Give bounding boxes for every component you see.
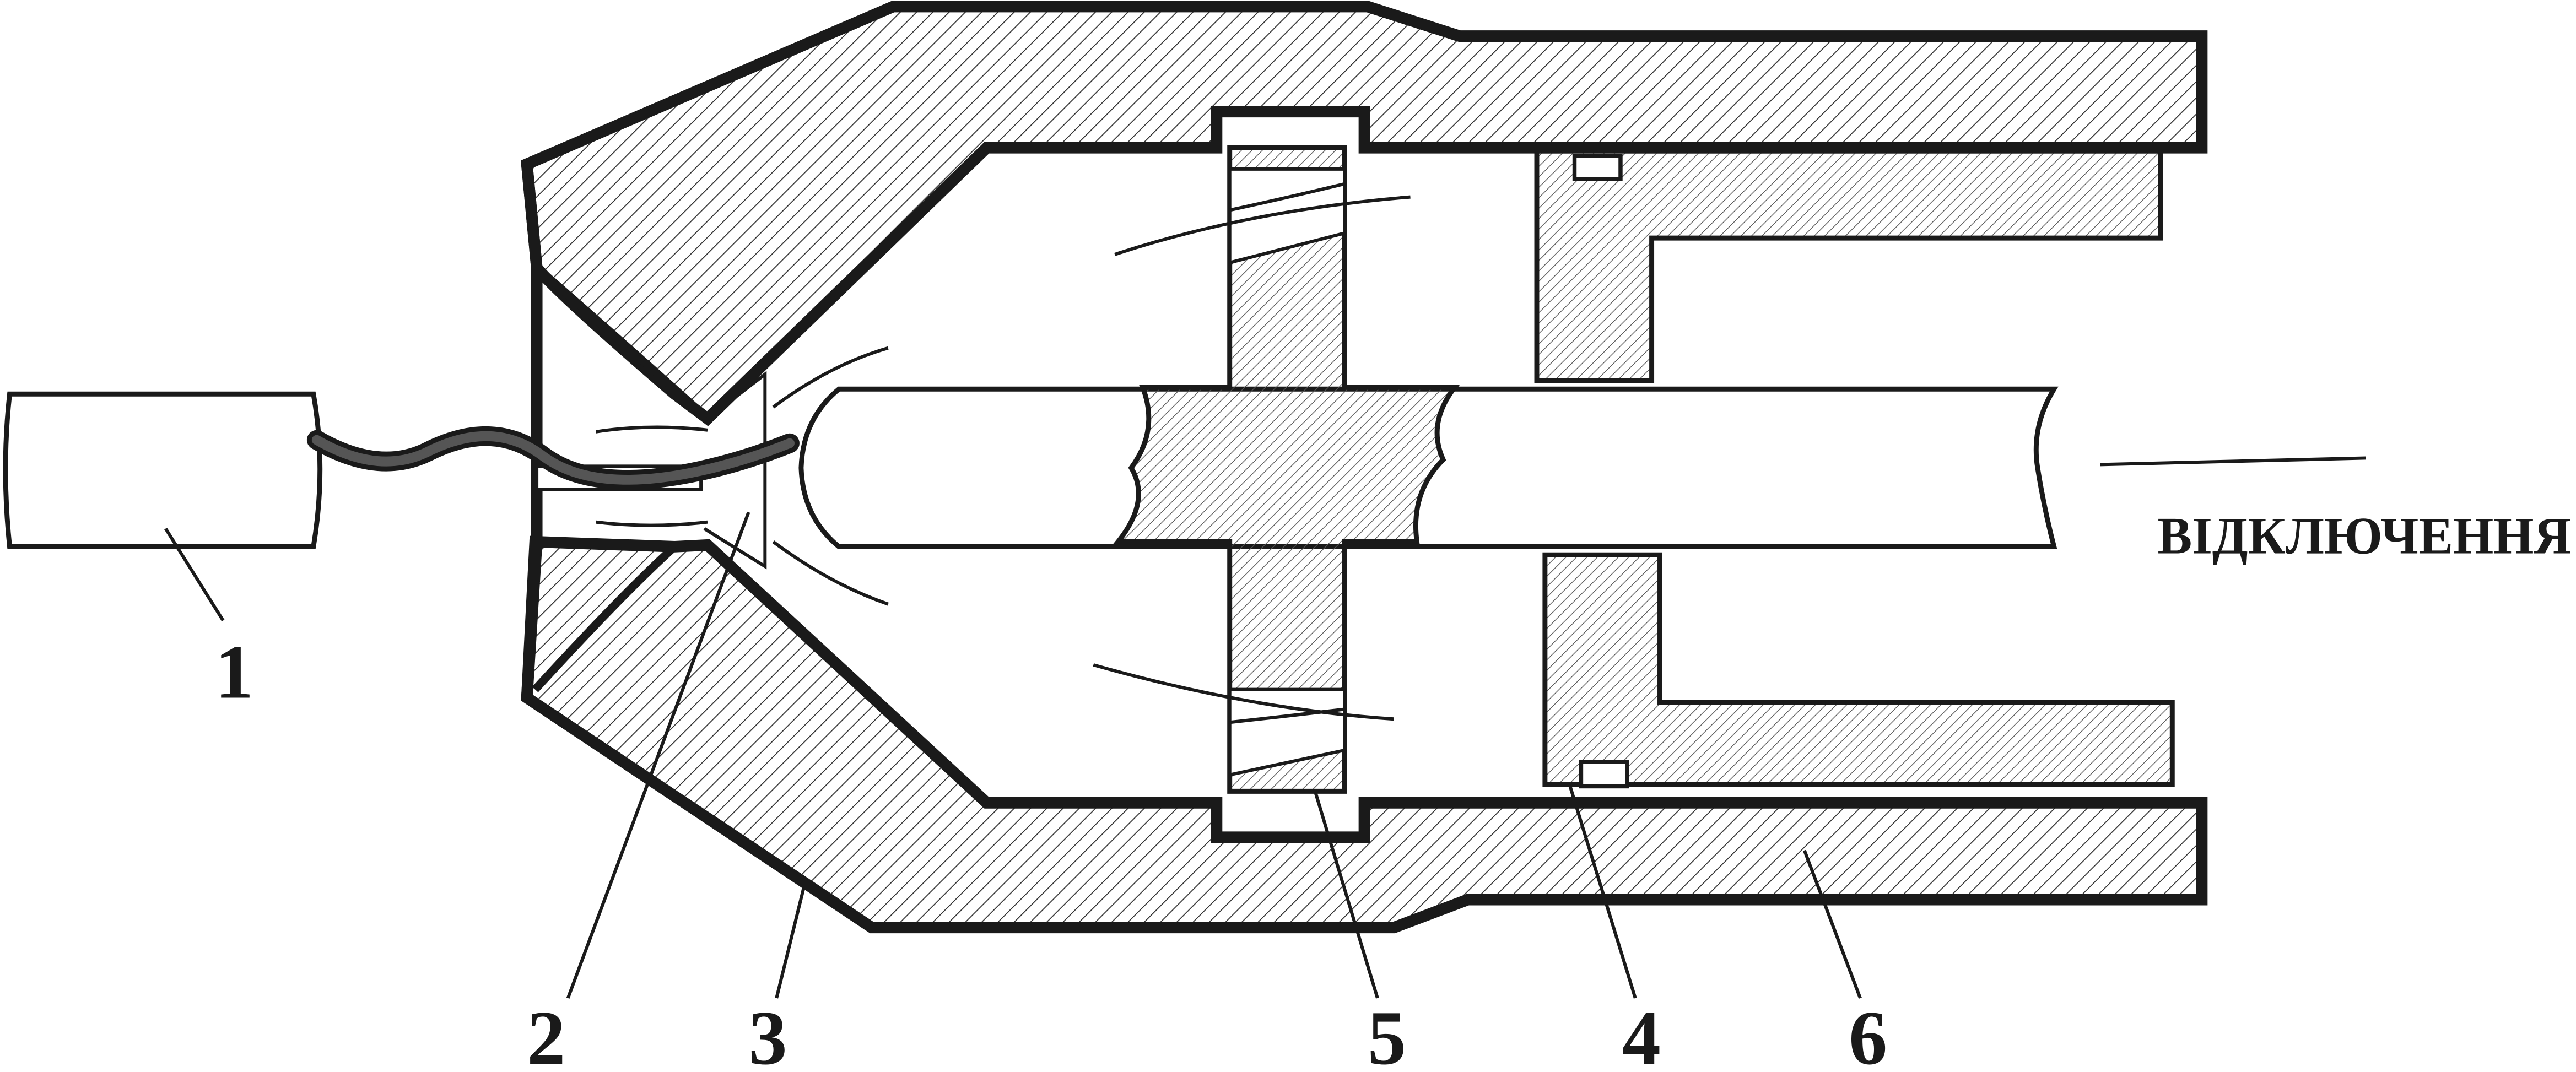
flow-line	[595, 425, 708, 434]
flow-line	[772, 540, 889, 606]
lower-notch	[1579, 760, 1629, 789]
source-cylinder	[3, 391, 323, 549]
flow-line	[772, 346, 889, 409]
housing-lower-wall	[521, 535, 2208, 934]
label-3: 3	[749, 995, 787, 1072]
label-5: 5	[1368, 995, 1406, 1072]
upper-notch	[1572, 154, 1623, 181]
leader-1	[164, 528, 225, 622]
nozzle-upper-edge	[534, 264, 711, 422]
label-4: 4	[1622, 995, 1661, 1072]
label-2: 2	[527, 995, 565, 1072]
motion-line	[2100, 456, 2367, 467]
contact-block-upper	[1534, 148, 2163, 383]
rotor-blade-upper	[1229, 182, 1346, 212]
rotor-cross	[1113, 145, 1460, 794]
flow-line	[596, 520, 708, 527]
rotor-window-upper	[1228, 167, 1347, 265]
housing-front-wall	[521, 164, 543, 699]
leader-3	[775, 878, 808, 999]
label-6: 6	[1849, 995, 1887, 1072]
leader-5	[1313, 791, 1379, 999]
nozzle-lower-edge	[532, 543, 678, 692]
leader-6	[1802, 849, 1862, 999]
flow-line	[1093, 663, 1394, 721]
flow-line	[1114, 195, 1411, 256]
action-label: ВІДКЛЮЧЕННЯ	[2157, 506, 2571, 565]
source-cable-core	[311, 431, 795, 485]
contact-block-lower	[1542, 552, 2175, 787]
leader-2	[566, 511, 750, 999]
rotor-blade-lower	[1229, 707, 1345, 724]
leader-4	[1568, 784, 1637, 999]
label-1: 1	[215, 630, 253, 715]
